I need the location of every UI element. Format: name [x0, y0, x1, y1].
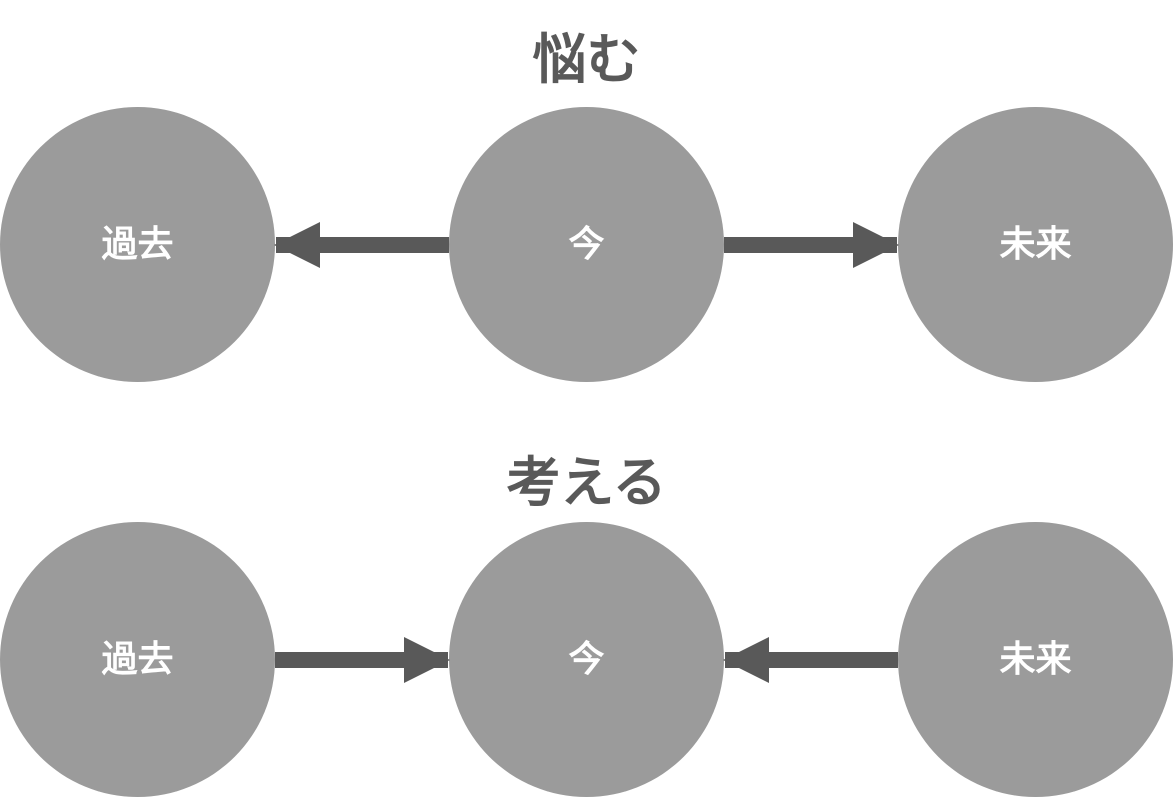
- section-title-worry: 悩む: [532, 28, 641, 91]
- node-label: 未来: [999, 223, 1072, 265]
- node-label: 過去: [101, 638, 174, 680]
- node-label: 過去: [101, 223, 174, 265]
- node-label: 今: [568, 638, 605, 680]
- node-past-worry: 過去: [0, 107, 275, 382]
- node-now-worry: 今: [449, 107, 724, 382]
- node-label: 未来: [999, 638, 1072, 680]
- node-future-think: 未来: [898, 522, 1173, 797]
- section-title-think: 考える: [506, 451, 667, 514]
- node-future-worry: 未来: [898, 107, 1173, 382]
- node-label: 今: [568, 223, 605, 265]
- node-now-think: 今: [449, 522, 724, 797]
- node-past-think: 過去: [0, 522, 275, 797]
